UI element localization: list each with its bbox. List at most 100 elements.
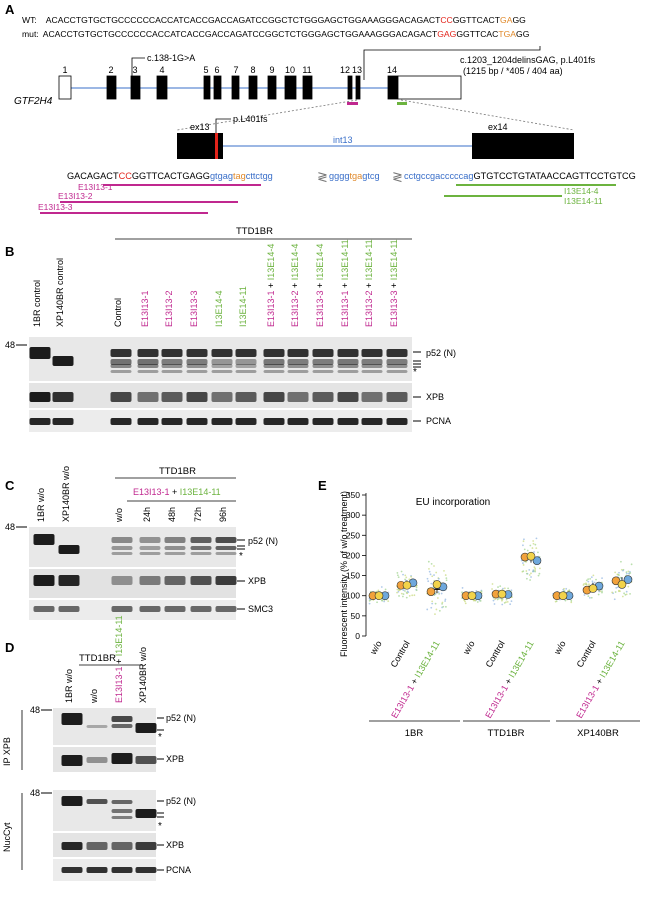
band-star [111, 816, 133, 819]
oligo-e13i13-3-bar [40, 212, 208, 214]
cell-dot [522, 564, 525, 566]
sequence-break-icon-1: ≷ [317, 169, 328, 184]
cell-dot [616, 573, 619, 576]
cell-dot [597, 593, 600, 596]
replicate-mean-dot [374, 591, 384, 601]
exon-box [355, 75, 361, 100]
chart-ylabel: Fluorescent intensity (% of w/o treatmen… [339, 491, 349, 657]
mut-seq-mid: GGTTCAC [456, 29, 498, 39]
cell-dot [523, 548, 526, 551]
cell-dot [593, 581, 596, 584]
band-p52 [29, 347, 51, 359]
cell-dot [535, 547, 538, 550]
band-xpb [61, 755, 83, 766]
cell-dot [479, 600, 482, 602]
cell-dot [443, 569, 445, 572]
band-xpb [215, 576, 237, 585]
exon-number: 4 [159, 65, 164, 75]
y-tick-label: 350 [346, 490, 360, 500]
cell-dot [404, 578, 406, 581]
panel-b-lane-label: 1BR control [32, 280, 42, 327]
band-p52 [86, 799, 108, 804]
band-lower [337, 359, 359, 365]
oligo-e13i13-2-label: E13I13-2 [58, 191, 93, 201]
band-star [186, 370, 208, 373]
panel-b-lane-label: E13I13-3 + I13E14-11 [389, 239, 399, 327]
band-p52 [139, 537, 161, 543]
band-xpb [33, 575, 55, 586]
panel-d-bands [61, 713, 157, 873]
band-lower [161, 359, 183, 365]
cell-dot [431, 600, 434, 603]
cell-dot [531, 547, 534, 549]
mutation-2-line2: (1215 bp / *405 / 404 aa) [463, 66, 563, 76]
band-star [312, 370, 334, 373]
replicate-mean-dot [467, 591, 477, 601]
zoom-mut-label: p.L401fs [233, 114, 268, 124]
wt-seq-post: GG [512, 15, 526, 25]
band-lower [190, 546, 212, 550]
x-tick-label: Control [389, 639, 412, 669]
cell-dot [595, 578, 597, 581]
band-faint [86, 725, 108, 728]
band-p52 [263, 349, 285, 357]
panel-c-lane-label: 1BR w/o [36, 488, 46, 522]
cell-dot [400, 592, 403, 595]
band-lower [287, 359, 309, 365]
oligo-e13i13-3-label: E13I13-3 [38, 202, 73, 212]
band-star [263, 370, 285, 373]
band-pcna [337, 418, 359, 425]
panel-b-lane-label: I13E14-11 [238, 286, 248, 327]
cell-dot [611, 591, 614, 594]
cell-dot [505, 598, 508, 601]
cell-dot [627, 570, 630, 573]
band-lower [161, 364, 183, 368]
wt-seq-orange: GA [500, 15, 513, 25]
band-lower [386, 359, 408, 365]
cell-dot [630, 563, 633, 566]
cell-dot [530, 572, 532, 575]
exon-number: 7 [233, 65, 238, 75]
cell-dot [434, 602, 437, 605]
cell-dot [491, 588, 493, 590]
band-p52-short [135, 723, 157, 733]
cell-dot [435, 608, 438, 611]
band-p52 [110, 349, 132, 357]
cell-dot [522, 570, 525, 573]
panel-c-group-label: TTD1BR [159, 466, 196, 477]
cell-dot [623, 592, 625, 595]
replicate-mean-dot [558, 591, 568, 601]
band-xpb [211, 392, 233, 402]
cell-dot [406, 592, 409, 595]
panel-b-lane-label: I13E14-4 [214, 290, 224, 327]
band-xpb [190, 576, 212, 585]
group-label-ttd1br: TTD1BR [488, 728, 525, 739]
panel-b-lane-label: E13I13-2 [164, 290, 174, 327]
cell-dot [529, 544, 532, 547]
exon-box [156, 75, 168, 100]
panel-d-lane-label: XP140BR w/o [138, 647, 148, 703]
exon-box [397, 75, 462, 100]
band-lower [361, 359, 383, 365]
cell-dot [437, 577, 440, 580]
exon-number: 14 [387, 65, 397, 75]
cell-dot [438, 609, 441, 612]
cell-dot [438, 592, 441, 595]
y-tick-label: 0 [355, 631, 360, 641]
cell-dot [627, 585, 630, 588]
band-lower [139, 546, 161, 550]
band-p52 [215, 537, 237, 543]
band-pcna [110, 418, 132, 425]
magenta-oligo-marker [347, 102, 358, 105]
x-tick-label: w/o [552, 639, 568, 657]
exon-box [387, 75, 399, 100]
cell-dot [444, 605, 447, 608]
cell-dot [464, 600, 466, 603]
x-tick-label: Control [484, 639, 507, 669]
cell-dot [402, 589, 405, 592]
panel-c-p52-label: p52 (N) [248, 536, 278, 546]
band-lower [186, 364, 208, 368]
oligo-i13e14-4-label: I13E14-4 [564, 186, 599, 196]
cell-dot [506, 601, 509, 603]
